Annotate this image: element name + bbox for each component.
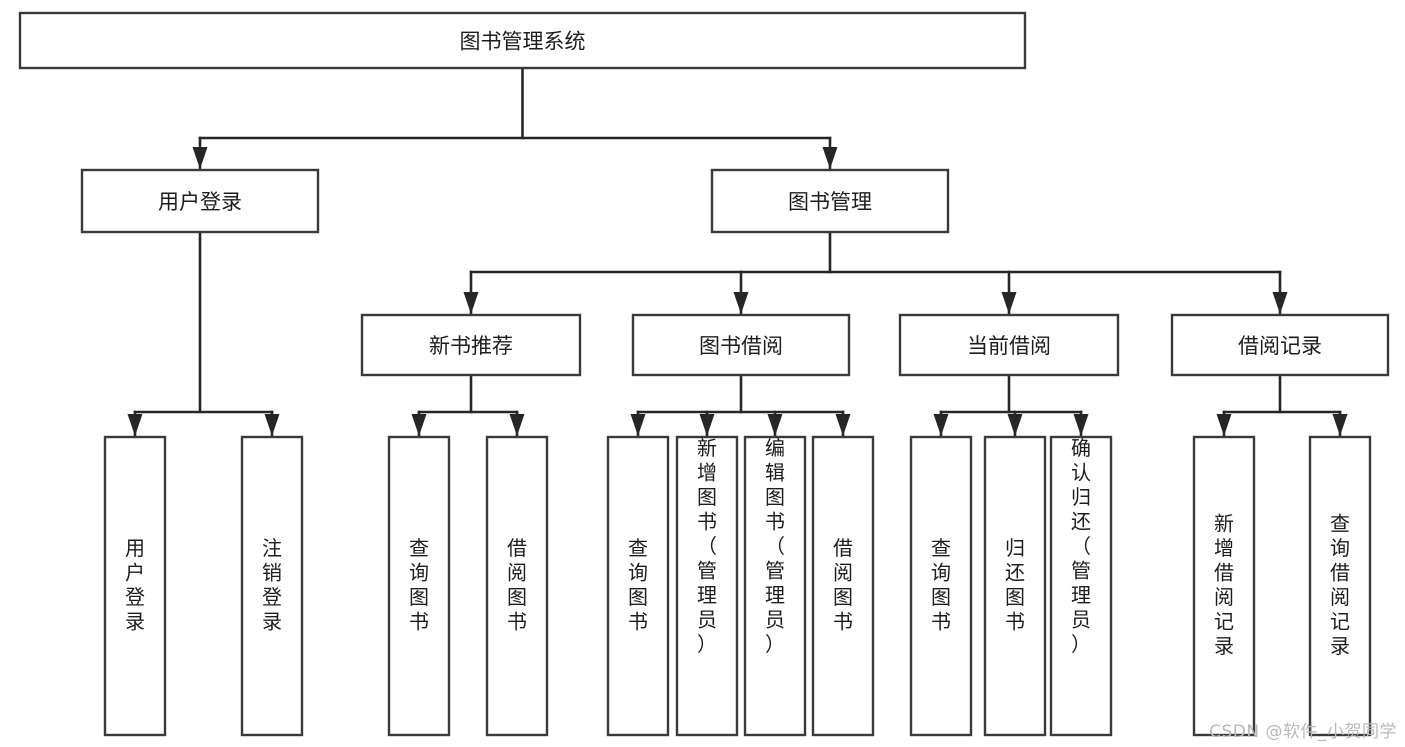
csdn-watermark: CSDN @软件_小贺同学 (1209, 722, 1397, 742)
node-label: 图书借阅 (699, 334, 783, 358)
node-label: 用户登录 (158, 190, 242, 214)
node-boxes-layer: 图书管理系统用户登录图书管理新书推荐图书借阅当前借阅借阅记录用户登录注销登录查询… (18, 11, 1390, 737)
node-new-book-recommend[interactable]: 新书推荐 (360, 313, 582, 377)
arrow-head-icon (630, 414, 646, 436)
arrow-head-icon (1216, 414, 1232, 436)
node-book-manage[interactable]: 图书管理 (710, 168, 950, 234)
node-label: 编辑图书（管理员） (765, 436, 785, 656)
node-leaf-query-book-2[interactable]: 查询图书 (606, 435, 670, 737)
node-current-borrow[interactable]: 当前借阅 (898, 313, 1120, 377)
arrow-head-icon (509, 414, 525, 436)
node-label: 查询图书 (409, 536, 429, 634)
node-label: 当前借阅 (967, 334, 1051, 358)
node-label: 用户登录 (125, 536, 145, 634)
node-label: 注销登录 (262, 536, 282, 634)
node-root-system[interactable]: 图书管理系统 (18, 11, 1027, 70)
node-label: 查询图书 (931, 536, 951, 634)
node-label: 图书管理系统 (460, 30, 586, 54)
arrow-head-icon (767, 414, 783, 436)
node-leaf-query-book-3[interactable]: 查询图书 (909, 435, 973, 737)
node-label: 借阅记录 (1238, 334, 1322, 358)
arrow-head-icon (1272, 292, 1288, 314)
node-label: 新增借阅记录 (1214, 512, 1234, 659)
node-label: 借阅图书 (833, 536, 853, 634)
node-leaf-return-book[interactable]: 归还图书 (983, 435, 1047, 737)
arrow-head-icon (1001, 292, 1017, 314)
node-leaf-add-book-admin[interactable]: 新增图书（管理员） (675, 435, 739, 737)
node-leaf-add-borrow-record[interactable]: 新增借阅记录 (1192, 435, 1256, 737)
node-book-borrow[interactable]: 图书借阅 (631, 313, 851, 377)
arrow-head-icon (264, 414, 280, 436)
node-user-login[interactable]: 用户登录 (80, 168, 320, 234)
node-leaf-borrow-book-2[interactable]: 借阅图书 (811, 435, 875, 737)
node-leaf-query-borrow-record[interactable]: 查询借阅记录 (1308, 435, 1372, 737)
arrow-head-icon (463, 292, 479, 314)
arrow-head-icon (822, 147, 838, 169)
arrow-head-icon (933, 414, 949, 436)
node-leaf-user-logout[interactable]: 注销登录 (240, 435, 304, 737)
arrow-head-icon (1007, 414, 1023, 436)
arrow-head-icon (192, 147, 208, 169)
arrow-head-icon (127, 414, 143, 436)
node-leaf-edit-book-admin[interactable]: 编辑图书（管理员） (743, 435, 807, 737)
node-label: 查询图书 (628, 536, 648, 634)
node-borrow-record[interactable]: 借阅记录 (1170, 313, 1390, 377)
node-label: 查询借阅记录 (1330, 512, 1350, 659)
node-label: 新增图书（管理员） (697, 436, 717, 656)
node-label: 图书管理 (788, 190, 872, 214)
node-label: 借阅图书 (507, 536, 527, 634)
node-leaf-user-login[interactable]: 用户登录 (103, 435, 167, 737)
connector-lines-layer (127, 66, 1348, 437)
arrow-head-icon (1073, 414, 1089, 436)
arrow-head-icon (1332, 414, 1348, 436)
node-label: 新书推荐 (429, 334, 513, 358)
node-label: 归还图书 (1005, 536, 1025, 634)
node-leaf-borrow-book-1[interactable]: 借阅图书 (485, 435, 549, 737)
arrow-head-icon (699, 414, 715, 436)
node-leaf-query-book-1[interactable]: 查询图书 (387, 435, 451, 737)
arrow-head-icon (733, 292, 749, 314)
node-leaf-confirm-return-admin[interactable]: 确认归还（管理员） (1049, 435, 1113, 737)
node-label: 确认归还（管理员） (1071, 436, 1091, 656)
arrow-head-icon (835, 414, 851, 436)
arrow-head-icon (411, 414, 427, 436)
